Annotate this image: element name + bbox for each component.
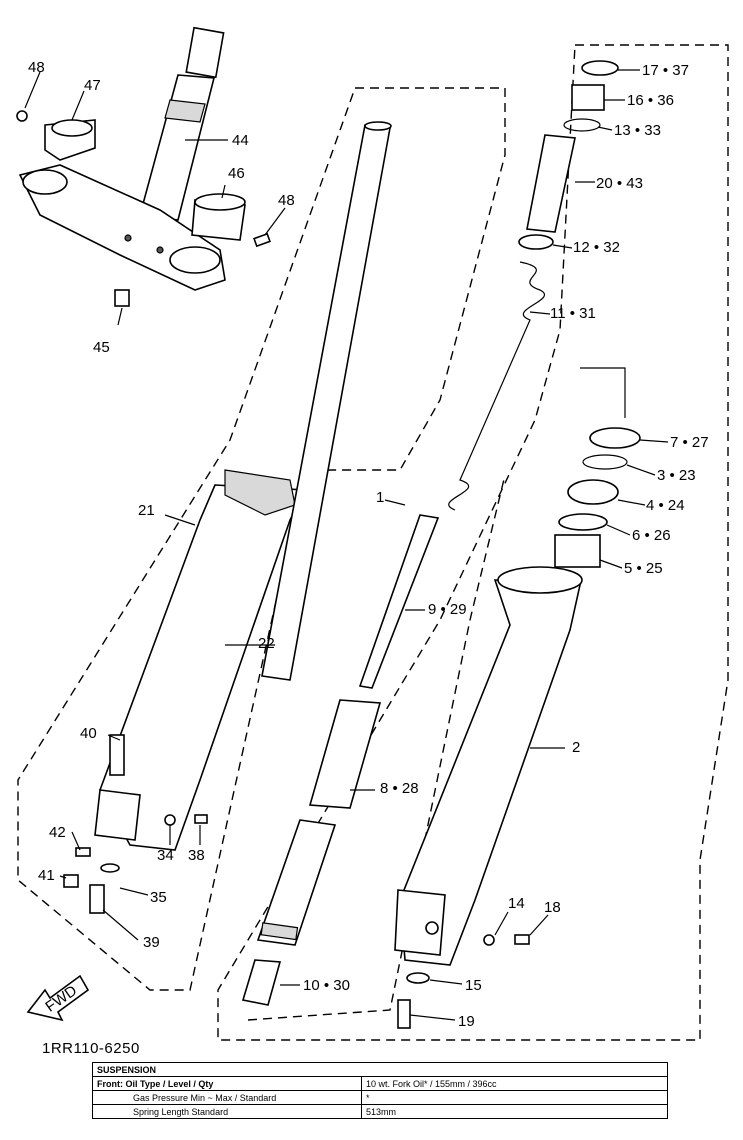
callout-19-bolt: 19	[458, 1013, 475, 1030]
callout-48-holder-bolt: 48	[278, 192, 295, 209]
bolt-48b	[253, 232, 271, 248]
oil-seal	[567, 479, 619, 505]
callout-6-washer: 6 • 26	[632, 527, 671, 544]
slide-metal	[256, 819, 337, 946]
callout-3-clip: 3 • 23	[657, 467, 696, 484]
callout-17-cap-bolt: 17 • 37	[642, 62, 689, 79]
callout-15-washer: 15	[465, 977, 482, 994]
callout-48-top-bolt: 48	[28, 59, 45, 76]
callout-16-cap: 16 • 36	[627, 92, 674, 109]
callout-41-nut: 41	[38, 867, 55, 884]
top-bracket	[44, 119, 96, 161]
callout-2-right-leg: 2	[572, 739, 580, 756]
callout-18-bolt: 18	[544, 899, 561, 916]
oil-lock-piece	[241, 959, 282, 1006]
spec-header-row: SUSPENSION	[92, 1062, 668, 1077]
callout-10-oil-lock: 10 • 30	[303, 977, 350, 994]
callout-12-washer: 12 • 32	[573, 239, 620, 256]
right-leg-group-outline	[217, 44, 729, 1041]
spec-label: Front: Oil Type / Level / Qty	[92, 1076, 362, 1091]
fork-leg-left	[94, 469, 307, 851]
callout-45-bolt: 45	[93, 339, 110, 356]
callout-4-oil-seal: 4 • 24	[646, 497, 685, 514]
spec-row: Front: Oil Type / Level / Qty 10 wt. For…	[92, 1076, 668, 1091]
callout-5-slide-metal: 5 • 25	[624, 560, 663, 577]
spec-row: Spring Length Standard 513mm	[92, 1104, 668, 1119]
o-ring-13	[563, 118, 601, 132]
slide-metal-5	[554, 534, 601, 568]
spec-label: Gas Pressure Min ~ Max / Standard	[92, 1090, 362, 1105]
steering-stem	[138, 26, 225, 221]
bolt-45	[114, 289, 130, 307]
leader-lines	[24, 69, 669, 1021]
callout-1-fork-assembly: 1	[376, 489, 384, 506]
washer-12	[518, 234, 554, 250]
callout-46-handlebar-holder: 46	[228, 165, 245, 182]
right-leg-small-parts	[397, 934, 530, 1029]
fork-leg-right	[394, 566, 583, 966]
clip-3	[582, 454, 628, 470]
bolt-48a	[16, 110, 28, 122]
callout-11-spring: 11 • 31	[550, 305, 596, 322]
dust-seal	[589, 427, 641, 449]
spec-table: SUSPENSION Front: Oil Type / Level / Qty…	[92, 1062, 668, 1119]
callout-7-dust-seal: 7 • 27	[670, 434, 709, 451]
guide-tube	[308, 699, 382, 809]
under-bracket	[18, 164, 226, 291]
fwd-arrow-icon: FWD	[26, 974, 90, 1022]
callout-9-damper-rod: 9 • 29	[428, 601, 467, 618]
callout-20-spacer: 20 • 43	[596, 175, 643, 192]
callout-13-o-ring: 13 • 33	[614, 122, 661, 139]
callout-42-nut: 42	[49, 824, 66, 841]
spec-row: Gas Pressure Min ~ Max / Standard *	[92, 1090, 668, 1105]
spec-header: SUSPENSION	[92, 1062, 668, 1077]
callout-22-left-leg: 22	[258, 635, 275, 652]
callout-39-bolt: 39	[143, 934, 160, 951]
handlebar-holder	[191, 193, 246, 241]
callout-34-washer: 34	[157, 847, 174, 864]
spacer-20	[526, 134, 576, 233]
callout-40-bolt: 40	[80, 725, 97, 742]
fork-spring	[448, 261, 546, 511]
washer-6	[558, 513, 608, 531]
callout-35-washer: 35	[150, 889, 167, 906]
callout-38-bolt: 38	[188, 847, 205, 864]
callout-8-guide-tube: 8 • 28	[380, 780, 419, 797]
diagram-code: 1RR110-6250	[42, 1040, 140, 1057]
inner-tube	[261, 121, 392, 681]
spec-value: *	[361, 1090, 668, 1105]
cap-bolt	[581, 60, 619, 76]
spec-value: 10 wt. Fork Oil* / 155mm / 396cc	[361, 1076, 668, 1091]
callout-14-washer: 14	[508, 895, 525, 912]
left-leg-small-parts	[63, 734, 208, 914]
inner-group-outline	[247, 474, 506, 1021]
spec-value: 513mm	[361, 1104, 668, 1119]
cap	[571, 84, 605, 111]
callout-44-steering-stem: 44	[232, 132, 249, 149]
spec-label: Spring Length Standard	[92, 1104, 362, 1119]
callout-47-top-bracket: 47	[84, 77, 101, 94]
callout-21-left-leg-group: 21	[138, 502, 155, 519]
damper-rod	[358, 514, 440, 689]
